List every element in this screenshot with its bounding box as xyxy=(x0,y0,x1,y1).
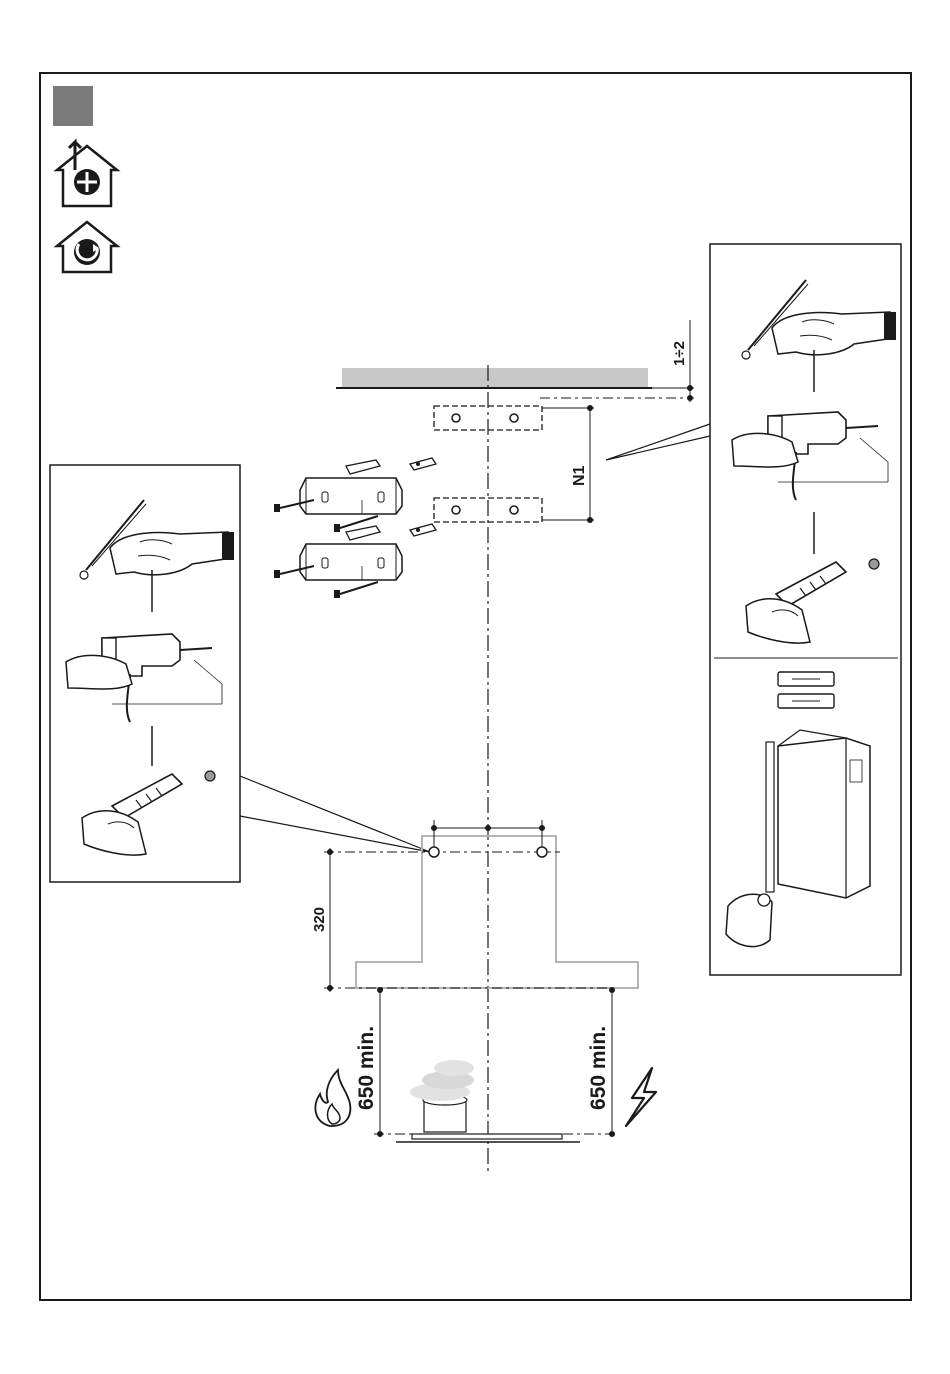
lower-bracket-kit xyxy=(274,524,436,598)
step-marker xyxy=(53,86,93,126)
lightning-icon xyxy=(626,1068,656,1126)
left-clearance-label: 650 min. xyxy=(355,1026,378,1110)
hood-height-label: 320 xyxy=(311,907,328,932)
hood-outline xyxy=(356,836,638,988)
bracket-spacing-label: N1 xyxy=(571,465,588,486)
hood-height-dimension: 320 xyxy=(311,848,618,992)
recirculation-icon xyxy=(57,222,117,272)
flame-icon xyxy=(315,1070,350,1126)
ceiling xyxy=(342,368,648,388)
right-callout xyxy=(606,244,901,975)
upper-bracket-kit xyxy=(274,458,436,532)
bracket-spacing-dimension: N1 xyxy=(542,405,594,523)
left-clearance-dimension: 650 min. xyxy=(355,987,383,1137)
ceiling-gap-label: 1÷2 xyxy=(671,341,688,366)
right-clearance-dimension: 650 min. xyxy=(587,987,615,1137)
ducted-extraction-icon xyxy=(57,142,117,206)
right-clearance-label: 650 min. xyxy=(587,1026,610,1110)
ceiling-gap-dimension: 1÷2 xyxy=(540,320,694,402)
cooktop xyxy=(374,1060,618,1142)
pot-icon xyxy=(410,1060,474,1132)
